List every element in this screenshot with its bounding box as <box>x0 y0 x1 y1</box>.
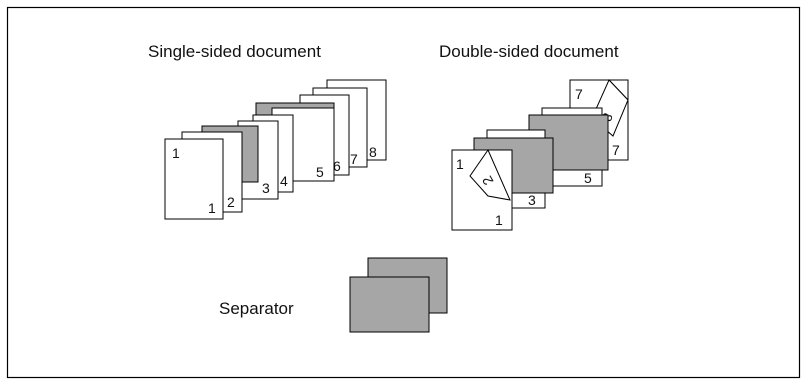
single-page-7-number: 7 <box>350 151 358 167</box>
single-page-4-number: 4 <box>280 173 288 189</box>
double-sheet-1-2-curl <box>469 148 511 201</box>
double-page-5-number: 5 <box>584 170 592 186</box>
double-sided-stack: 7 7 8 5 3 1 1 2 <box>451 79 629 231</box>
separator-label: Separator <box>219 299 294 318</box>
single-sided-label: Single-sided document <box>148 42 321 61</box>
single-page-1-number: 1 <box>208 200 216 216</box>
double-page-7-number: 7 <box>612 142 620 158</box>
single-page-1 <box>164 138 224 220</box>
separator-sheets <box>349 257 448 333</box>
separator-sheet-front <box>349 276 430 333</box>
single-page-5-number: 5 <box>316 164 324 180</box>
double-page-7-top-number: 7 <box>575 86 583 102</box>
single-page-2-number: 2 <box>227 194 235 210</box>
double-sided-label: Double-sided document <box>439 42 619 61</box>
single-sided-stack: 8 7 6 5 4 3 2 1 1 <box>164 79 387 220</box>
single-page-6-number: 6 <box>333 158 341 174</box>
single-page-8-number: 8 <box>369 144 377 160</box>
figure-frame <box>6 6 801 379</box>
single-page-3-number: 3 <box>262 180 270 196</box>
double-page-1-number: 1 <box>495 212 503 228</box>
double-page-1-top-number: 1 <box>456 156 464 172</box>
double-page-3-number: 3 <box>528 192 536 208</box>
single-page-1-top-number: 1 <box>172 145 180 161</box>
